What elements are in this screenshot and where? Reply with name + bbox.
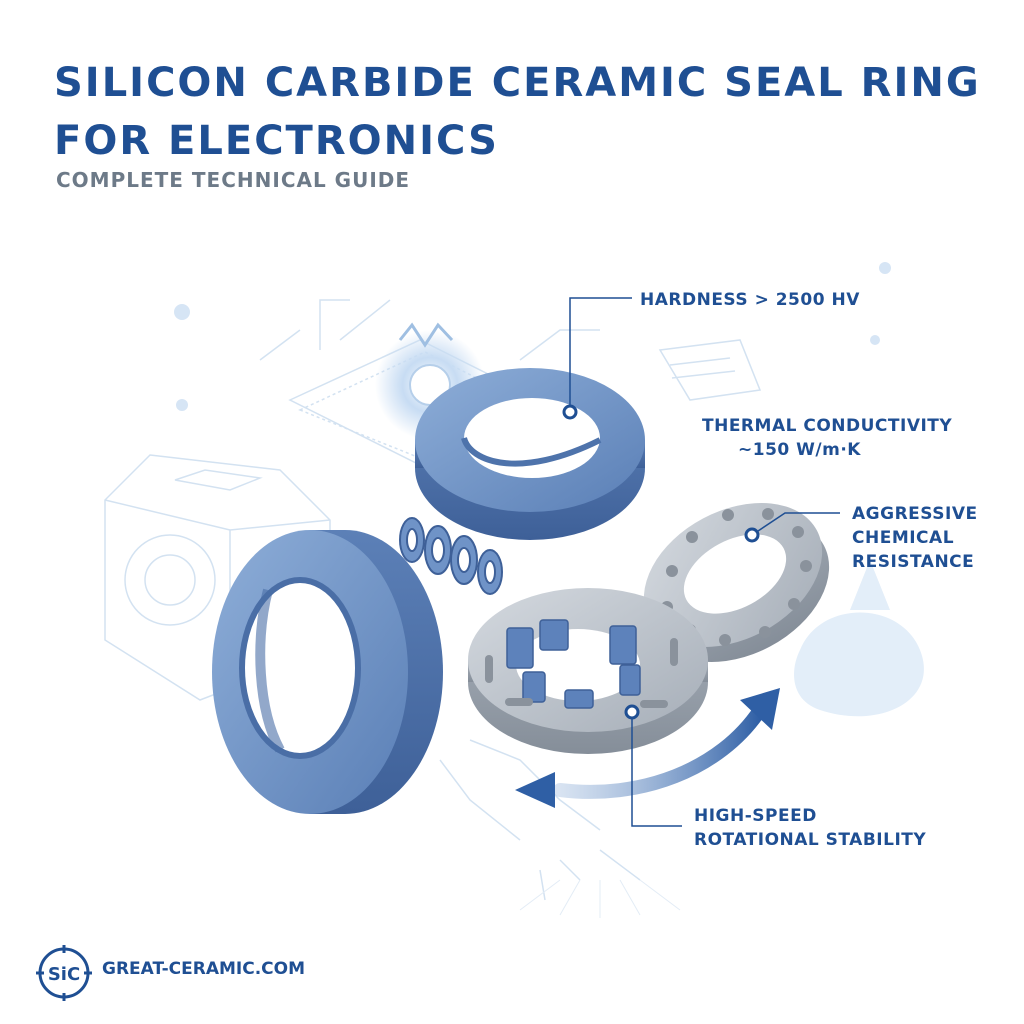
spring-icon bbox=[399, 517, 503, 595]
website-link[interactable]: GREAT-CERAMIC.COM bbox=[102, 959, 306, 979]
callout-thermal-line-1: THERMAL CONDUCTIVITY bbox=[702, 416, 953, 436]
page-title: SILICON CARBIDE CERAMIC SEAL RING FOR EL… bbox=[54, 54, 981, 170]
callout-rotation-line-1: HIGH-SPEED bbox=[694, 806, 817, 826]
callout-chemical-line-2: CHEMICAL bbox=[852, 528, 955, 548]
callout-hardness-text: HARDNESS > 2500 HV bbox=[640, 290, 860, 310]
title-line-2: FOR ELECTRONICS bbox=[54, 118, 499, 164]
insert-gray-seal-ring bbox=[468, 588, 708, 754]
callout-markers bbox=[562, 404, 760, 720]
callout-thermal-line-2: ~150 W/m·K bbox=[738, 440, 861, 460]
title-line-1: SILICON CARBIDE CERAMIC SEAL RING bbox=[54, 60, 981, 106]
callout-chemical: AGGRESSIVE CHEMICAL RESISTANCE bbox=[852, 502, 978, 574]
page-subtitle: COMPLETE TECHNICAL GUIDE bbox=[56, 168, 411, 192]
callout-chemical-line-1: AGGRESSIVE bbox=[852, 504, 978, 524]
callout-chemical-line-3: RESISTANCE bbox=[852, 552, 975, 572]
sunburst-decoration bbox=[519, 879, 681, 918]
perforated-gray-seal-ring bbox=[643, 503, 830, 662]
callout-rotation-line-2: ROTATIONAL STABILITY bbox=[694, 830, 927, 850]
callout-rotation: HIGH-SPEED ROTATIONAL STABILITY bbox=[694, 804, 926, 852]
rotation-arrow-icon bbox=[515, 688, 780, 808]
large-blue-seal-ring bbox=[212, 530, 443, 814]
callout-thermal: THERMAL CONDUCTIVITY ~150 W/m·K bbox=[702, 414, 952, 462]
logo-text: SiC bbox=[48, 964, 80, 985]
callout-hardness: HARDNESS > 2500 HV bbox=[640, 288, 860, 312]
callout-lines bbox=[569, 297, 840, 827]
background-circuit-sketch bbox=[104, 262, 924, 901]
sic-logo-icon: SiC bbox=[36, 945, 92, 1001]
upper-blue-seal-ring bbox=[415, 368, 645, 540]
